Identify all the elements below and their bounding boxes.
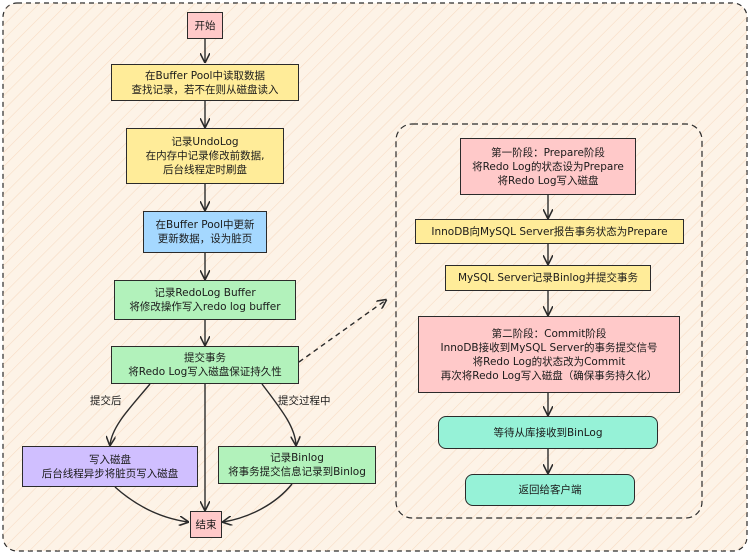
start-node: 开始 — [187, 12, 223, 39]
edge-commit-binlog — [261, 383, 296, 445]
innodb-report-prepare-node: InnoDB向MySQL Server报告事务状态为Prepare — [415, 219, 684, 244]
record-binlog-node: 记录Binlog 将事务提交信息记录到Binlog — [218, 446, 376, 484]
read-buffer-pool-node: 在Buffer Pool中读取数据 查找记录，若不在则从磁盘读入 — [111, 64, 299, 101]
mysql-record-binlog-node: MySQL Server记录Binlog并提交事务 — [445, 265, 651, 291]
phase1-prepare-node: 第一阶段：Prepare阶段 将Redo Log的状态设为Prepare 将Re… — [460, 138, 636, 195]
commit-transaction-node: 提交事务 将Redo Log写入磁盘保证持久性 — [111, 346, 299, 384]
edge-binlog-end — [223, 483, 293, 522]
undolog-node: 记录UndoLog 在内存中记录修改前数据, 后台线程定时刷盘 — [126, 128, 284, 184]
phase2-commit-node: 第二阶段：Commit阶段 InnoDB接收到MySQL Server的事务提交… — [418, 316, 680, 393]
edge-label-after-commit: 提交后 — [90, 395, 122, 407]
redolog-buffer-node: 记录RedoLog Buffer 将修改操作写入redo log buffer — [114, 280, 296, 320]
return-client-node: 返回给客户端 — [465, 474, 635, 506]
end-node: 结束 — [190, 511, 222, 538]
two-phase-commit-group — [395, 123, 703, 519]
wait-replica-binlog-node: 等待从库接收到BinLog — [438, 416, 658, 449]
edge-commit-writedisk — [110, 383, 151, 445]
update-buffer-pool-node: 在Buffer Pool中更新 更新数据，设为脏页 — [143, 211, 267, 253]
edge-label-during-commit: 提交过程中 — [278, 395, 331, 407]
edge-writedisk-end — [114, 486, 188, 522]
write-disk-node: 写入磁盘 后台线程异步将脏页写入磁盘 — [22, 446, 198, 487]
